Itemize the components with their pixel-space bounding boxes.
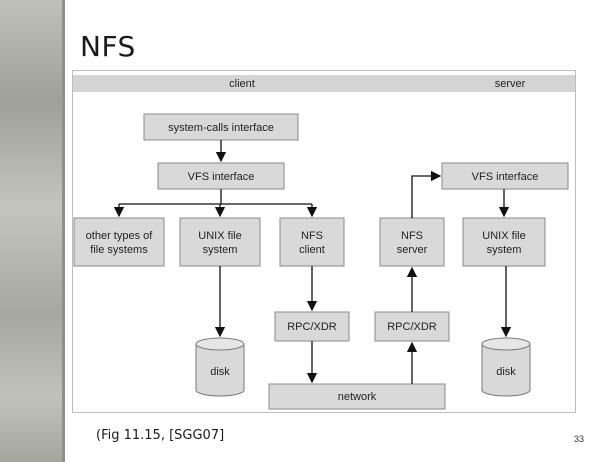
box-label-line1: UNIX file bbox=[198, 230, 241, 242]
box-system-calls-interface: system-calls interface bbox=[143, 113, 299, 141]
box-label: VFS interface bbox=[188, 171, 255, 183]
box-vfs-interface-server: VFS interface bbox=[441, 162, 569, 190]
box-label: RPC/XDR bbox=[387, 321, 437, 333]
disk-label: disk bbox=[210, 366, 230, 378]
arrow-nfs-server-to-vfs bbox=[411, 170, 442, 218]
page-number: 33 bbox=[574, 434, 585, 444]
box-label-line2: system bbox=[203, 244, 238, 256]
network-bar: network bbox=[268, 383, 446, 410]
box-label-line1: NFS bbox=[301, 230, 323, 242]
decorative-sidebar bbox=[0, 0, 62, 462]
network-label: network bbox=[338, 391, 377, 403]
box-label-line2: file systems bbox=[90, 244, 148, 256]
box-other-file-systems: other types of file systems bbox=[73, 217, 165, 267]
box-label: system-calls interface bbox=[168, 122, 274, 134]
box-nfs-server: NFS server bbox=[379, 217, 445, 267]
nfs-architecture-diagram: client server system-calls interface VFS… bbox=[72, 70, 576, 413]
disk-server-cylinder: disk bbox=[481, 337, 531, 397]
box-label-line2: client bbox=[299, 244, 325, 256]
header-band bbox=[73, 75, 575, 92]
box-rpc-xdr-client: RPC/XDR bbox=[274, 311, 350, 342]
box-nfs-client: NFS client bbox=[279, 217, 345, 267]
figure-caption: (Fig 11.15, [SGG07] bbox=[96, 428, 225, 443]
box-vfs-interface-client: VFS interface bbox=[157, 162, 285, 190]
client-header: client bbox=[229, 78, 255, 90]
server-header: server bbox=[495, 78, 526, 90]
box-rpc-xdr-server: RPC/XDR bbox=[374, 311, 450, 342]
box-unix-file-system-client: UNIX file system bbox=[179, 217, 261, 267]
sidebar-divider bbox=[62, 0, 65, 462]
box-label-line2: server bbox=[397, 244, 428, 256]
disk-client-cylinder: disk bbox=[195, 337, 245, 397]
disk-label: disk bbox=[496, 366, 516, 378]
box-label-line1: NFS bbox=[401, 230, 423, 242]
connector-arrows bbox=[113, 140, 512, 384]
slide-title: NFS bbox=[80, 30, 136, 63]
box-label-line1: other types of bbox=[86, 230, 154, 242]
box-label: RPC/XDR bbox=[287, 321, 337, 333]
box-label-line2: system bbox=[487, 244, 522, 256]
box-label: VFS interface bbox=[472, 171, 539, 183]
box-unix-file-system-server: UNIX file system bbox=[462, 217, 546, 267]
box-label-line1: UNIX file bbox=[482, 230, 525, 242]
